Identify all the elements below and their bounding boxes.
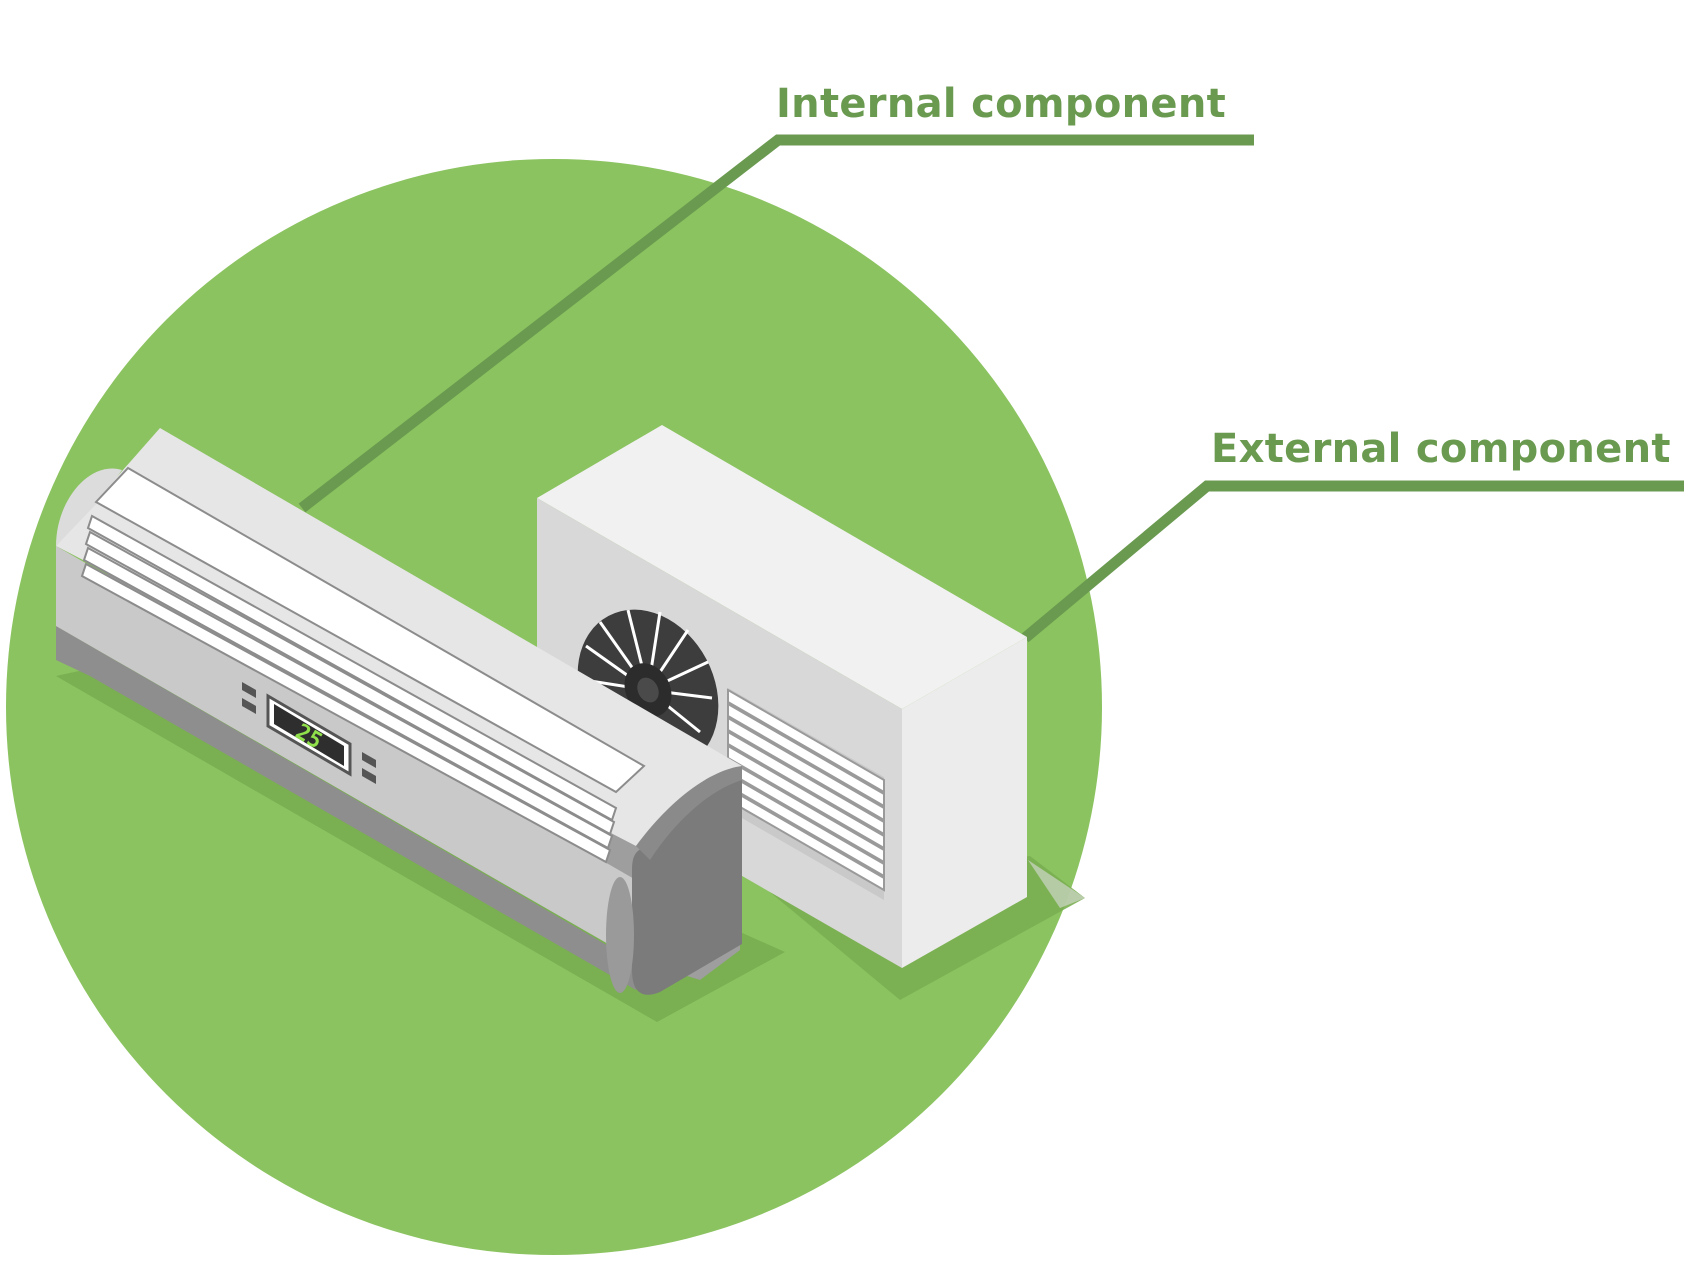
outdoor-unit-top (537, 425, 1027, 709)
outdoor-condenser-unit-icon (537, 425, 1085, 1000)
indoor-unit-buttons (242, 682, 376, 784)
leader-line-external (1021, 480, 1684, 643)
indoor-unit-left-cap (56, 468, 122, 546)
indoor-unit-louvers (80, 466, 646, 864)
outdoor-unit-grille (727, 688, 885, 900)
indoor-unit-right-cap (632, 766, 742, 995)
leader-line-internal (298, 134, 1254, 513)
leader-lines (298, 134, 1684, 643)
external-component-label: External component (1211, 426, 1671, 472)
internal-component-label: Internal component (776, 81, 1227, 127)
outdoor-unit-side (902, 637, 1027, 968)
indoor-ac-unit-icon: 25 (56, 428, 785, 1022)
